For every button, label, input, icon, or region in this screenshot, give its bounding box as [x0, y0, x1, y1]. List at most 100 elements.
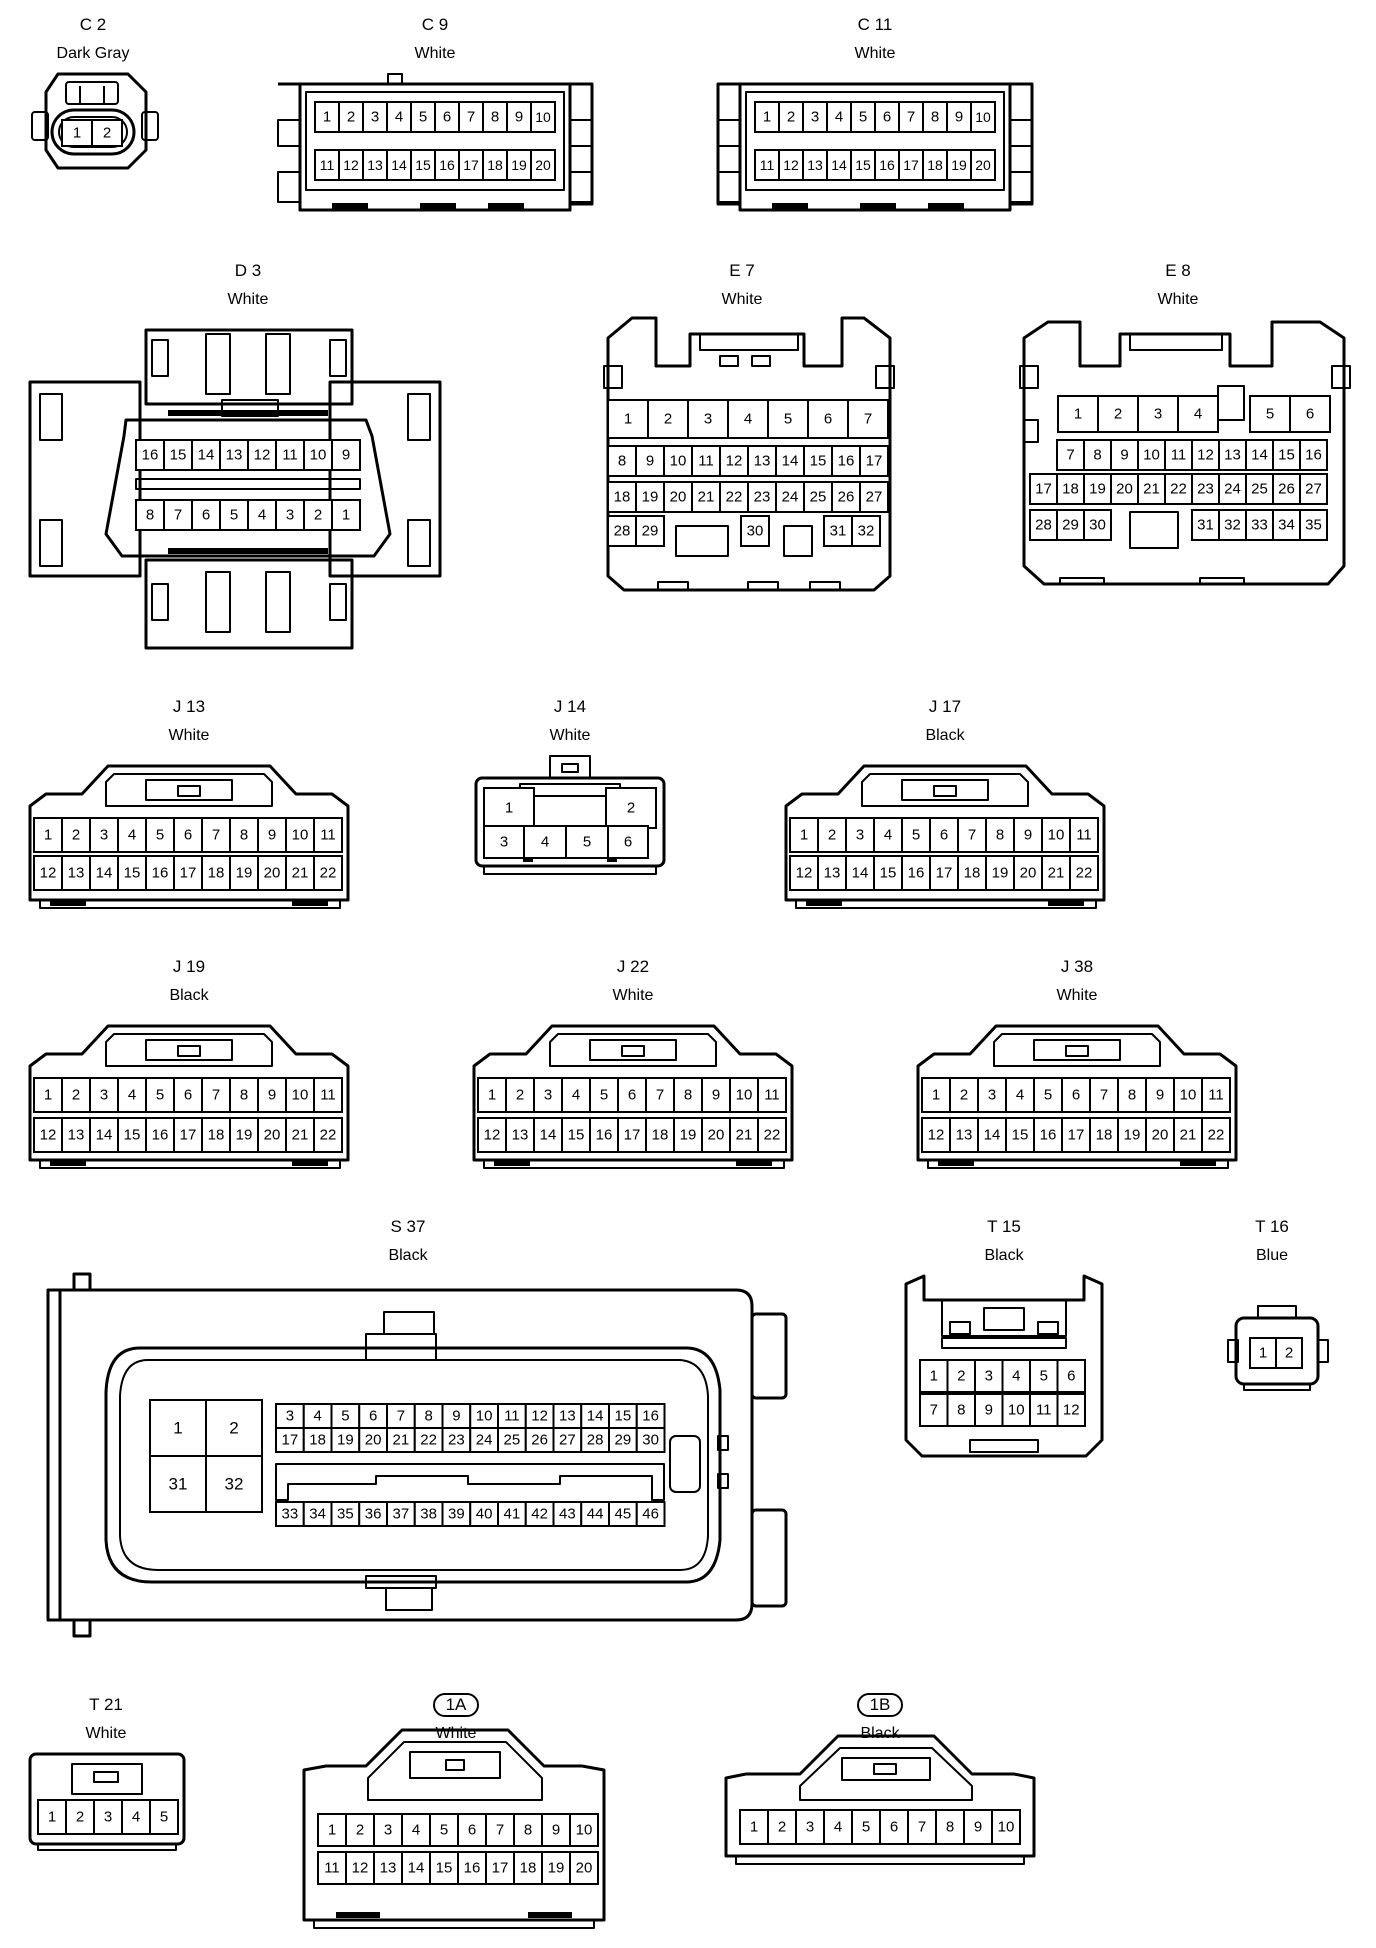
- connector-1a-badge: [433, 1693, 479, 1717]
- pin-cell: [201, 817, 231, 853]
- connector-e8-color: White: [1158, 291, 1199, 308]
- connector-e7-id: E 7: [729, 261, 755, 280]
- pin-label: 8: [1128, 1087, 1136, 1104]
- pin-label: 9: [974, 1819, 982, 1836]
- pin-cell: [802, 149, 828, 181]
- connector-c2-color: Dark Gray: [57, 45, 130, 62]
- connector-s37-color: Black: [388, 1247, 428, 1264]
- pin-label: 30: [1089, 517, 1106, 534]
- connector-j17-id: J 17: [929, 697, 961, 716]
- pin-label: 10: [1143, 447, 1160, 464]
- pin-cell: [386, 1501, 416, 1527]
- pin-label: 3: [500, 834, 508, 851]
- pin-label: 3: [286, 507, 294, 524]
- pin-label: 7: [918, 1819, 926, 1836]
- pin-label: 13: [68, 865, 85, 882]
- pin-label: 11: [764, 1087, 780, 1104]
- pin-cell: [645, 1117, 675, 1153]
- pin-label: 18: [487, 157, 503, 173]
- pin-label: 26: [531, 1432, 548, 1449]
- pin-cell: [970, 149, 996, 181]
- pin-label: 24: [476, 1432, 493, 1449]
- connector-e7-body: [603, 316, 895, 592]
- pin-label: 10: [1008, 1402, 1025, 1419]
- pin-label: 2: [828, 827, 836, 844]
- pin-label: 20: [708, 1127, 725, 1144]
- pin-cell: [1117, 1117, 1147, 1153]
- pin-label: 18: [309, 1432, 326, 1449]
- pin-cell: [61, 855, 91, 891]
- pin-label: 21: [393, 1432, 410, 1449]
- pin-cell: [1245, 473, 1274, 505]
- pin-label: 45: [615, 1506, 632, 1523]
- pin-label: 5: [859, 109, 867, 126]
- pin-cell: [580, 1403, 610, 1429]
- pin-cell: [919, 1393, 949, 1427]
- pin-cell: [873, 817, 903, 853]
- pin-cell: [345, 1813, 375, 1847]
- pin-cell: [61, 1117, 91, 1153]
- pin-label: 17: [866, 453, 883, 470]
- pin-label: 40: [476, 1506, 493, 1523]
- pin-label: 33: [1251, 517, 1268, 534]
- pin-label: 9: [268, 827, 276, 844]
- connector-c2-id: C 2: [80, 15, 106, 34]
- pin-label: 7: [212, 1087, 220, 1104]
- pin-label: 26: [1278, 481, 1295, 498]
- pin-label: 8: [240, 1087, 248, 1104]
- pin-label: 4: [884, 827, 892, 844]
- pin-label: 18: [1062, 481, 1079, 498]
- pin-label: 10: [292, 827, 309, 844]
- pin-label: 6: [624, 834, 632, 851]
- pin-cell: [977, 1117, 1007, 1153]
- pin-label: 9: [1156, 1087, 1164, 1104]
- pin-label: 11: [760, 157, 775, 173]
- pin-label: 21: [292, 865, 309, 882]
- pin-cell: [803, 445, 833, 477]
- pin-label: 12: [484, 1127, 501, 1144]
- pin-label: 19: [1089, 481, 1106, 498]
- pin-cell: [1201, 1117, 1231, 1153]
- pin-cell: [257, 1117, 287, 1153]
- pin-cell: [1272, 473, 1301, 505]
- connector-c9-color: White: [415, 45, 456, 62]
- pin-label: 8: [684, 1087, 692, 1104]
- pin-label: 4: [258, 507, 266, 524]
- pin-label: 11: [1036, 1402, 1052, 1419]
- pin-cell: [247, 439, 277, 471]
- pin-label: 20: [1116, 481, 1133, 498]
- pin-label: 14: [852, 865, 869, 882]
- pin-label: 8: [524, 1822, 532, 1839]
- pin-label: 11: [504, 1408, 520, 1425]
- pin-label: 8: [491, 109, 499, 126]
- pin-cell: [1033, 1077, 1063, 1113]
- pin-cell: [89, 855, 119, 891]
- pin-label: 16: [596, 1127, 613, 1144]
- pin-label: 25: [810, 489, 827, 506]
- pin-label: 5: [784, 411, 792, 428]
- pin-cell: [831, 445, 861, 477]
- pin-label: 2: [356, 1822, 364, 1839]
- pin-label: 14: [96, 1127, 113, 1144]
- pin-label: 17: [936, 865, 953, 882]
- pin-cell: [314, 149, 340, 181]
- connector-j22-id: J 22: [617, 957, 649, 976]
- pin-label: 46: [642, 1506, 659, 1523]
- pin-label: 3: [988, 1087, 996, 1104]
- pin-label: 10: [310, 447, 327, 464]
- pin-label: 10: [975, 109, 991, 125]
- pin-label: 1: [173, 1419, 182, 1438]
- pin-cell: [485, 1813, 515, 1847]
- pin-label: 42: [531, 1506, 548, 1523]
- pin-label: 17: [903, 157, 919, 173]
- pin-label: 4: [412, 1822, 420, 1839]
- connector-1a-id: 1A: [446, 1695, 467, 1714]
- pin-cell: [607, 515, 637, 547]
- pin-label: 6: [1072, 1087, 1080, 1104]
- connector-c11-body: [716, 82, 1034, 212]
- pin-label: 26: [838, 489, 855, 506]
- pin-cell: [145, 817, 175, 853]
- pin-cell: [1137, 473, 1166, 505]
- pin-cell: [513, 1851, 543, 1885]
